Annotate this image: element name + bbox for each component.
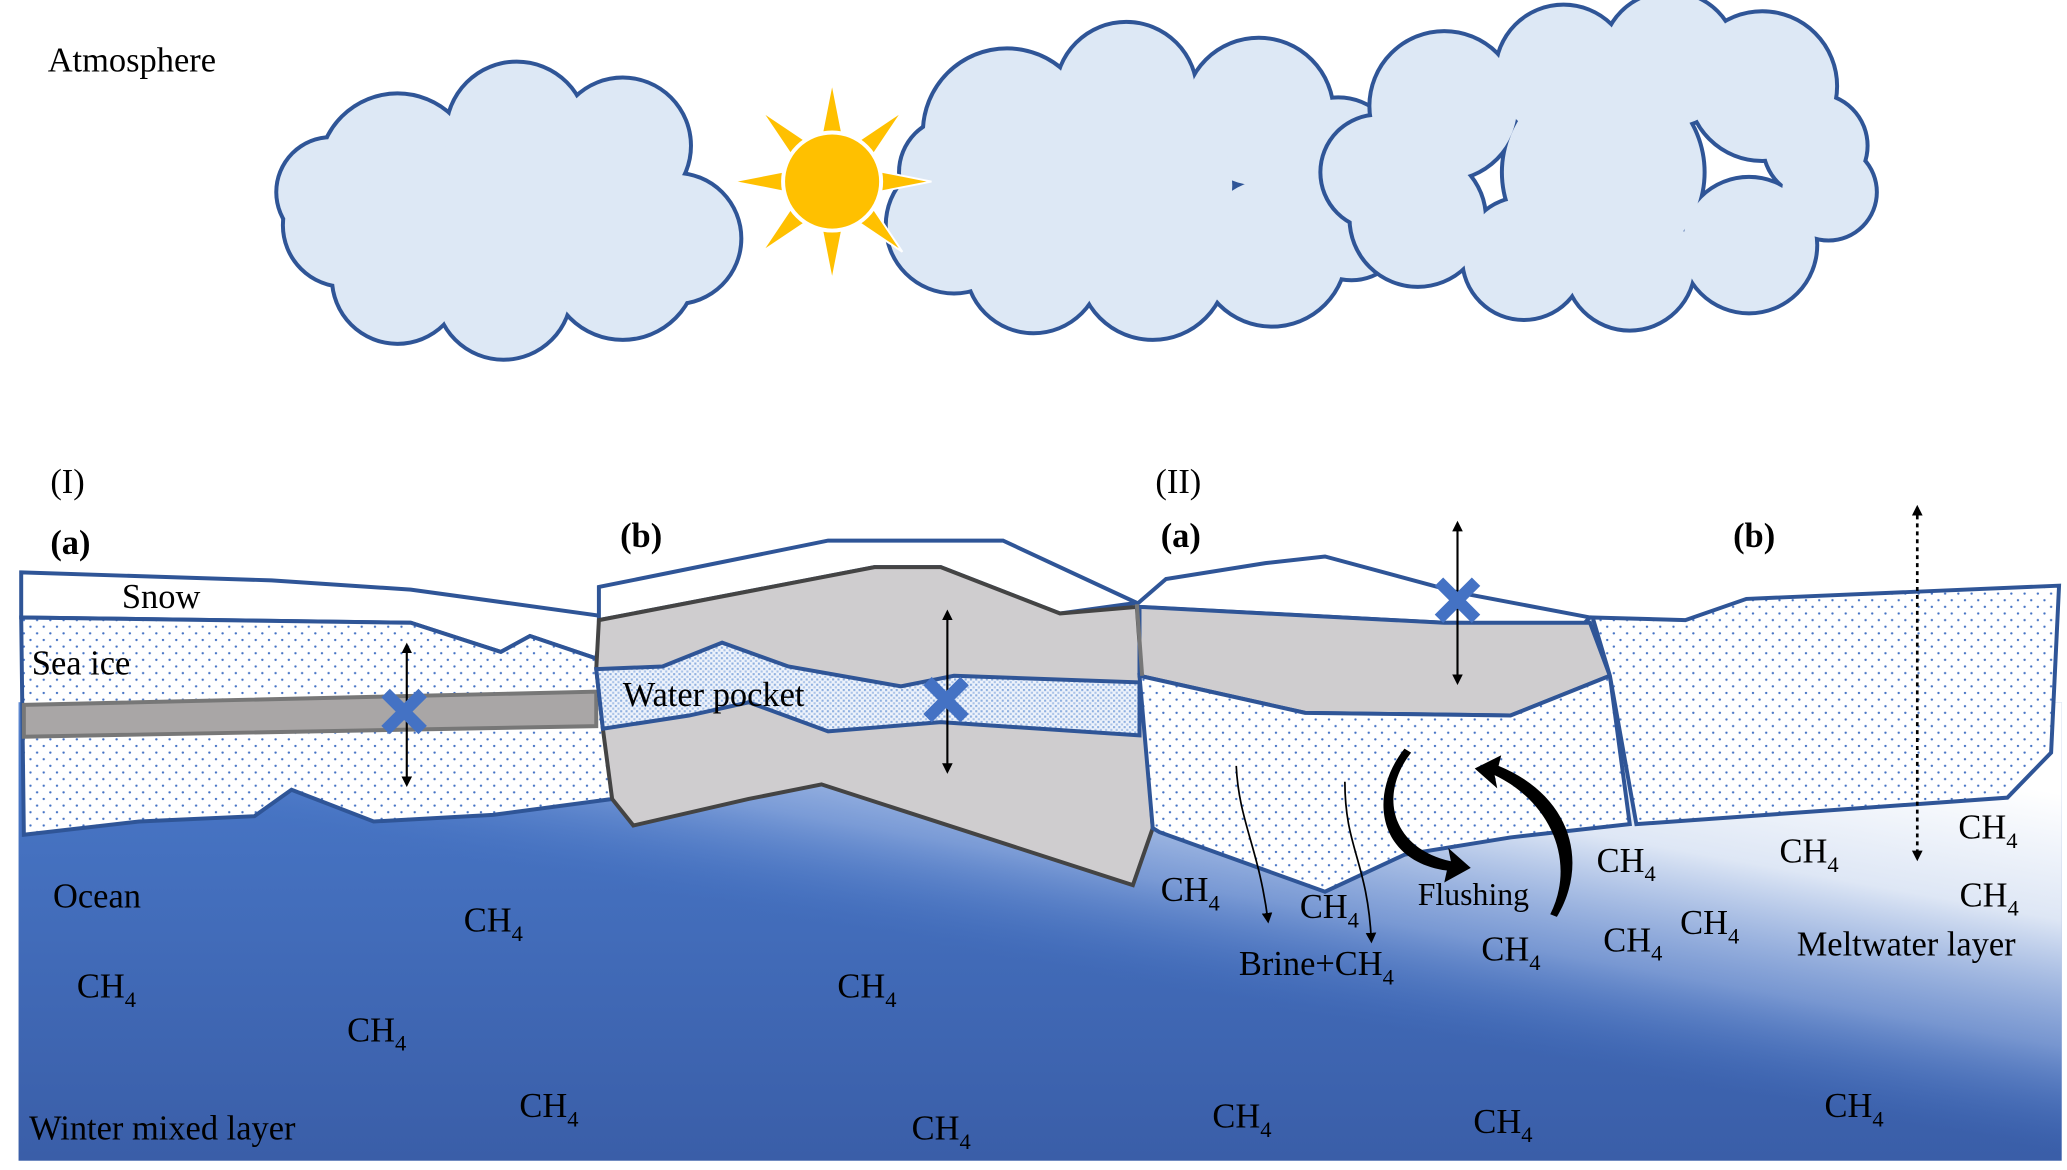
panel-1b-label: (b) <box>620 517 662 555</box>
snow-label: Snow <box>122 578 201 616</box>
panel-2b-ice <box>1589 583 2062 827</box>
panel-1a-label: (a) <box>50 524 90 562</box>
methane-label: CH4 <box>1960 876 2019 920</box>
water-pocket <box>594 640 1142 738</box>
methane-label: CH4 <box>77 968 136 1012</box>
cloud-icon <box>274 59 744 362</box>
clouds <box>274 0 1879 362</box>
methane-label: CH4 <box>1481 931 1540 975</box>
methane-label: CH4 <box>1161 871 1220 915</box>
brine-drainage-arrow-icon <box>1235 765 1273 924</box>
panel-2-label: (II) <box>1155 463 1201 501</box>
methane-label: CH4 <box>1597 842 1656 886</box>
methane-label: CH4 <box>1212 1098 1271 1142</box>
methane-label: CH4 <box>464 901 523 945</box>
panel-1-label: (I) <box>50 463 84 501</box>
sea-ice-label: Sea ice <box>32 644 130 682</box>
methane-label: CH4 <box>1603 921 1662 965</box>
meltwater-layer-label: Meltwater layer <box>1797 925 2016 963</box>
ocean-label: Ocean <box>53 878 141 916</box>
panel-2a-label: (a) <box>1161 517 1201 555</box>
sun-icon <box>732 81 932 282</box>
methane-label: CH4 <box>837 968 896 1012</box>
methane-label: CH4 <box>1958 809 2017 853</box>
cloud-icon <box>1318 0 1879 333</box>
brine-label: Brine+CH4 <box>1239 945 1394 989</box>
brine-drainage-arrow-icon <box>1344 781 1377 944</box>
methane-label: CH4 <box>1779 833 1838 877</box>
methane-label: CH4 <box>519 1087 578 1131</box>
blocked-x-icon <box>923 676 969 723</box>
blocked-x-icon <box>381 688 427 735</box>
panel-2a-ice <box>1134 554 1632 894</box>
atmosphere-label: Atmosphere <box>48 42 216 80</box>
cloud-icon <box>883 19 1409 342</box>
winter-mixed-layer-label: Winter mixed layer <box>29 1110 296 1148</box>
methane-label: CH4 <box>1300 888 1359 932</box>
panel-2b-label: (b) <box>1733 517 1775 555</box>
methane-label: CH4 <box>912 1110 971 1154</box>
flushing-arrow-icon <box>1383 748 1573 917</box>
flushing-label: Flushing <box>1418 877 1529 912</box>
panel-1b-ice <box>594 538 1155 888</box>
methane-label: CH4 <box>347 1011 406 1055</box>
methane-label: CH4 <box>1473 1103 1532 1147</box>
blocked-x-marks <box>381 577 1481 735</box>
panel-1a-ice <box>19 570 615 837</box>
blocked-x-icon <box>1434 577 1481 624</box>
methane-label: CH4 <box>1825 1087 1884 1131</box>
methane-label: CH4 <box>1680 904 1739 948</box>
water-pocket-label: Water pocket <box>623 676 805 714</box>
